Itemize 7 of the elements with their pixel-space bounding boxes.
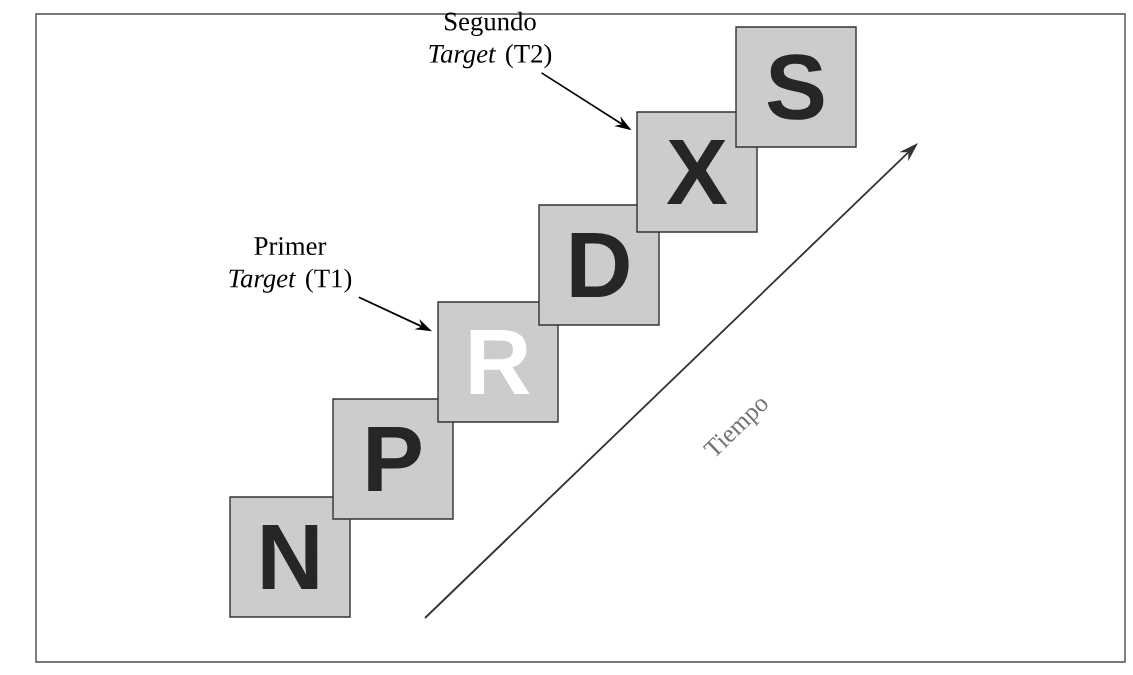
- callout-label: Primer Target (T1): [229, 237, 352, 293]
- callout-label: Segundo Target (T2): [429, 11, 552, 69]
- letter-box: N: [229, 496, 351, 618]
- letter-box: X: [636, 111, 758, 233]
- letter-box: P: [332, 398, 454, 520]
- letter-box: S: [735, 26, 857, 148]
- letter-box: D: [538, 204, 660, 326]
